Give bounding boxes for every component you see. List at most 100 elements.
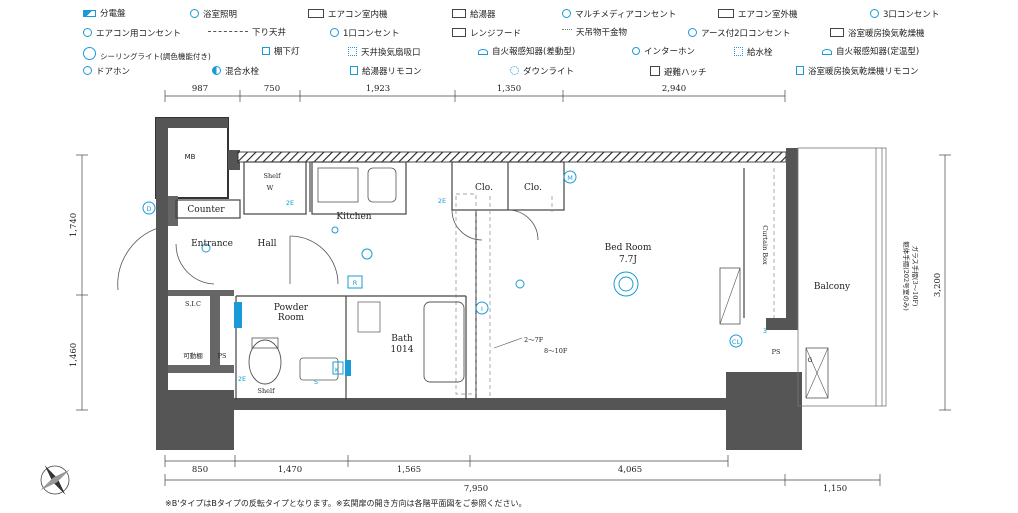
label-k-remote: K: [335, 366, 340, 374]
grounded-outlet-icon: [688, 28, 697, 37]
legend-ac-outlet: エアコン用コンセント: [83, 28, 181, 40]
label-closet-1: Clo.: [475, 183, 493, 193]
label-powder-room-2: Room: [278, 313, 305, 323]
legend-door-phone: ドアホン: [83, 66, 130, 78]
heater-remote-icon: [350, 66, 358, 75]
wall-sic-top: [168, 290, 234, 296]
legend-ac-outdoor: エアコン室外機: [718, 9, 798, 21]
toilet-tank: [251, 337, 279, 349]
footnote: ※B'タイプはBタイプの反転タイプとなります。※玄関扉の開き方向は各階平面図をご…: [165, 498, 527, 508]
legend-multimedia-outlet: マルチメディアコンセント: [562, 9, 676, 21]
marker-2e-shelf: 2E: [286, 199, 294, 207]
wall-sic-bottom: [168, 365, 234, 373]
ceiling-lights: [201, 226, 639, 297]
water-tap-icon: [734, 47, 743, 56]
door-swings: [117, 209, 539, 291]
heat-detector-icon: [478, 49, 488, 55]
balcony-area: [797, 147, 887, 407]
bath-shelf: [357, 301, 381, 333]
wall-bottom: [234, 398, 726, 410]
ac-indoor-icon: [308, 9, 324, 18]
dim-top-5: 2,940: [662, 84, 686, 94]
marker-triple-outlet: 3: [763, 327, 767, 335]
legend-range-hood: レンジフード: [452, 28, 521, 40]
right-dimension-line: [939, 154, 951, 411]
legend-water-tap: 給水栓: [734, 47, 773, 59]
label-ps-2: PS: [772, 348, 781, 356]
triple-outlet-icon: [870, 9, 879, 18]
legend-bath-dryer-remote: 浴室暖房換気乾燥機リモコン: [796, 66, 919, 78]
kitchen-sink: [367, 167, 397, 203]
label-floor-a: 2～7F: [524, 336, 544, 344]
label-shelf-w: W: [267, 184, 274, 192]
under-shelf-light-icon: [262, 47, 270, 55]
legend-triple-outlet: 3口コンセント: [870, 9, 939, 21]
dim-top-4: 1,350: [497, 84, 521, 94]
legend-heater-remote: 給湯器リモコン: [350, 66, 422, 78]
legend-escape-hatch: 避難ハッチ: [650, 66, 707, 79]
intercom-icon: [632, 47, 640, 55]
legend-under-shelf-light: 棚下灯: [262, 47, 300, 58]
top-dimension-line: [164, 90, 786, 102]
label-bath: Bath: [391, 334, 413, 344]
marker-multimedia: M: [567, 174, 573, 182]
dim-top-1: 987: [192, 84, 208, 94]
marker-s: S: [314, 378, 318, 386]
bath-light-icon: [190, 9, 199, 18]
label-sic: S.I.C: [185, 300, 201, 308]
marker-g: G: [807, 356, 812, 364]
label-ps-1: PS: [218, 352, 227, 360]
label-balcony: Balcony: [814, 282, 851, 292]
dim-bottom-2: 1,470: [278, 465, 302, 475]
wall-mb-top: [156, 118, 228, 128]
wall-bottom-right-block: [726, 372, 802, 450]
wash-basin: [299, 357, 339, 381]
legend-single-outlet: 1口コンセント: [330, 28, 399, 40]
wall-top-right-column: [786, 148, 798, 168]
dim-bottom-balcony: 1,150: [823, 484, 847, 494]
downlight-icon: [510, 66, 519, 75]
ceiling-light-icon: [83, 47, 96, 60]
label-railing-2: ガラス手摺(3～10F): [911, 246, 920, 307]
lowered-ceiling: [455, 168, 775, 396]
dim-bottom-4: 4,065: [618, 465, 642, 475]
legend-clothes-hanger: 天吊物干金物: [562, 28, 627, 39]
label-counter: Counter: [187, 205, 225, 215]
bath-dryer-icon: [830, 28, 844, 37]
label-entrance: Entrance: [191, 239, 233, 249]
marker-door-phone: D: [146, 205, 151, 213]
legend-water-heater: 給湯器: [452, 9, 496, 21]
label-shelf-2: Shelf: [258, 387, 276, 395]
legend-lowered-ceiling: 下り天井: [208, 28, 286, 39]
door-phone-icon: [83, 66, 92, 75]
water-heater-icon: [452, 9, 466, 18]
lowered-ceiling-icon: [208, 31, 248, 32]
escape-hatch-icon: [650, 66, 660, 76]
wall-entrance-jamb: [168, 196, 178, 226]
wall-mb-left: [156, 118, 168, 198]
escape-hatch: [805, 347, 829, 399]
label-hall: Hall: [258, 239, 277, 249]
label-floor-b: 8～10F: [544, 347, 568, 355]
legend-fixed-temp-detector: 自火報感知器(定温型): [822, 47, 919, 58]
wall-right-lower: [766, 318, 798, 330]
clothes-hanger-icon: [562, 29, 572, 32]
panelboard-icon: [83, 10, 96, 17]
blue-markers: [142, 170, 743, 376]
label-r-range-hood: R: [353, 279, 358, 287]
legend-ceiling-light: シーリングライト(調色機能付き): [83, 47, 211, 63]
toilet: [248, 339, 282, 385]
legend-ac-indoor: エアコン室内機: [308, 9, 388, 21]
label-movable-shelf: 可動棚: [183, 351, 203, 360]
label-curtain-box: Curtain Box: [761, 225, 769, 265]
range-hood-icon: [452, 28, 466, 37]
legend-downlight: ダウンライト: [510, 66, 574, 78]
legend-ceiling-vent: 天井換気扇吸口: [348, 47, 421, 59]
marker-ac-outlet: CL: [732, 338, 741, 346]
legend-mixing-faucet: 混合水栓: [212, 66, 259, 78]
legend-intercom: インターホン: [632, 47, 695, 58]
ac-outdoor-icon: [718, 9, 734, 18]
compass-icon: [40, 465, 70, 495]
legend-grounded-outlet: アース付2口コンセント: [688, 28, 790, 40]
